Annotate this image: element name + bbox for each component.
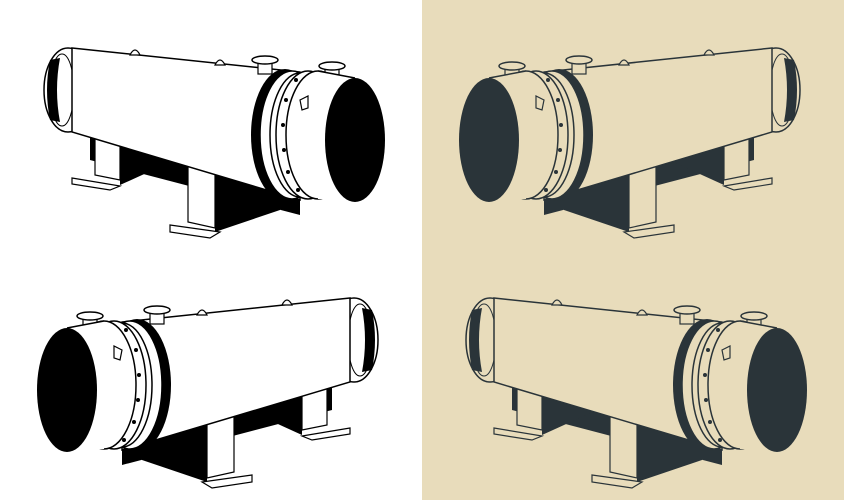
heat-exchanger-illustration-black-dome-left — [0, 250, 422, 500]
heat-exchanger-illustration-dark-dome-left — [422, 0, 844, 250]
heat-exchanger-illustration-black-flange-right — [0, 0, 422, 250]
heat-exchanger-illustration-dark-flange-right — [422, 250, 844, 500]
